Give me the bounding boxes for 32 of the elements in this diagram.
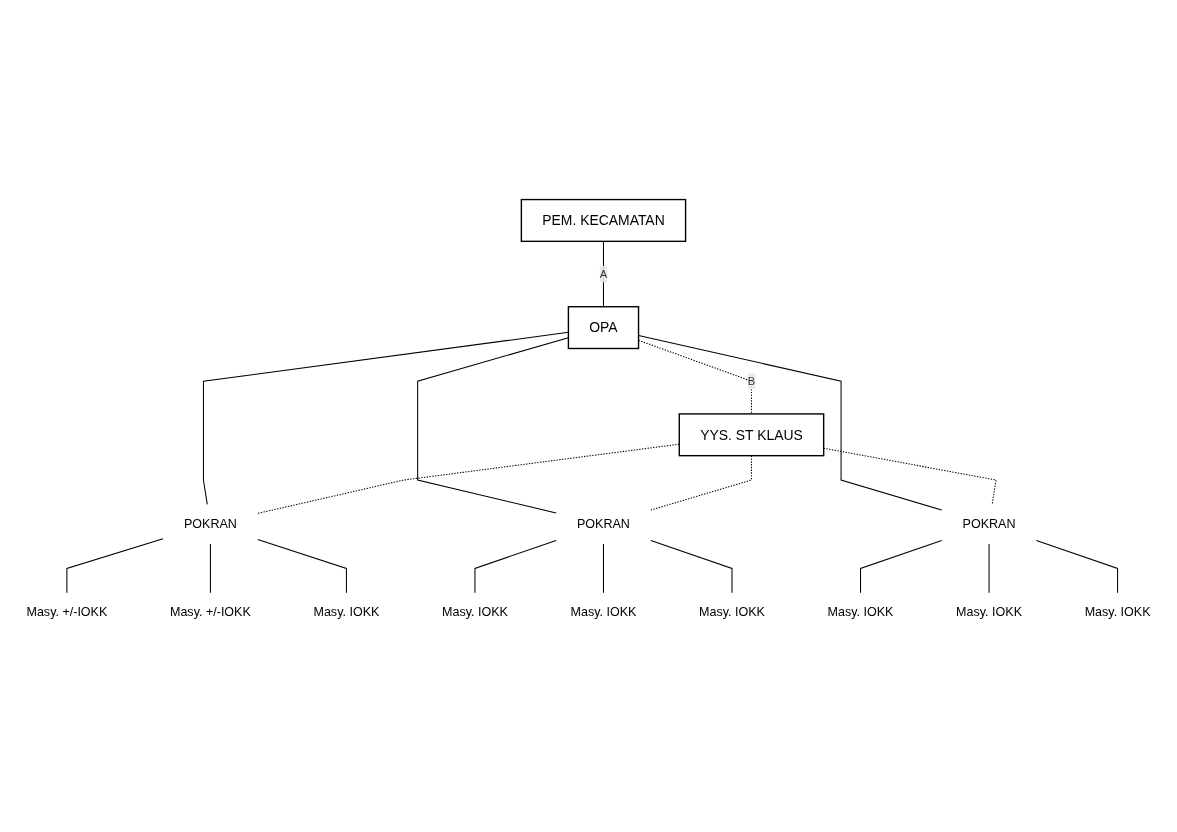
- connector: [650, 539, 733, 594]
- connector: [602, 240, 604, 308]
- node-text: Masy. IOKK: [956, 605, 1023, 620]
- node-text: Masy. +/-IOKK: [26, 605, 108, 620]
- node-box: PEM. KECAMATAN: [520, 198, 687, 242]
- connector: [257, 443, 680, 514]
- connector: [602, 543, 604, 594]
- connector: [202, 331, 569, 505]
- connector: [650, 455, 752, 511]
- connector: [823, 447, 997, 505]
- node-text: Masy. IOKK: [570, 605, 637, 620]
- connector: [860, 539, 943, 594]
- node-box: OPA: [567, 306, 640, 350]
- connector: [209, 543, 211, 594]
- connector: [66, 538, 164, 594]
- node-text: POKRAN: [962, 516, 1016, 531]
- connector: [474, 539, 557, 594]
- node-box: YYS. ST KLAUS: [678, 413, 825, 457]
- connector: [257, 539, 347, 594]
- connector: [1035, 539, 1119, 594]
- connector: [638, 335, 943, 511]
- node-text: POKRAN: [183, 516, 237, 531]
- node-text: POKRAN: [577, 516, 630, 531]
- node-text: Masy. IOKK: [442, 605, 508, 620]
- edge-label: A: [599, 267, 608, 280]
- connector: [417, 337, 569, 514]
- edge-label: B: [747, 374, 756, 387]
- node-text: Masy. IOKK: [699, 605, 765, 620]
- node-text: Masy. IOKK: [1084, 605, 1151, 620]
- node-text: Masy. IOKK: [313, 605, 380, 620]
- node-text: Masy. IOKK: [827, 605, 894, 620]
- node-text: Masy. +/-IOKK: [169, 605, 251, 620]
